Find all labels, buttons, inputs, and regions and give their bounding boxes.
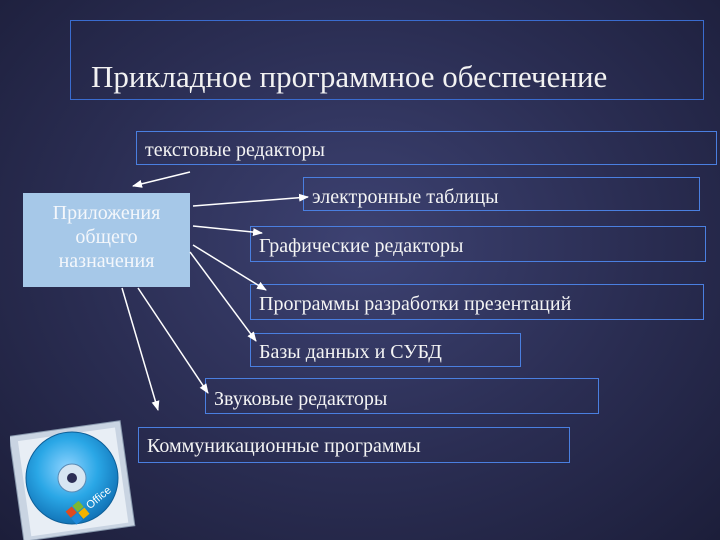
category-box-audio-editors: Звуковые редакторы bbox=[205, 378, 599, 414]
category-box-presentation-software: Программы разработки презентаций bbox=[250, 284, 704, 320]
category-box-databases: Базы данных и СУБД bbox=[250, 333, 521, 367]
category-box-graphics-editors: Графические редакторы bbox=[250, 226, 706, 262]
arrow-to-databases bbox=[189, 251, 257, 342]
arrow-to-text-editors bbox=[132, 171, 191, 188]
category-box-communication-programs: Коммуникационные программы bbox=[138, 427, 570, 463]
office-cd-icon: Office bbox=[10, 420, 136, 540]
category-label: текстовые редакторы bbox=[145, 139, 325, 161]
arrow-to-graphics-editors bbox=[192, 225, 263, 237]
category-label: Звуковые редакторы bbox=[214, 388, 388, 410]
category-label: электронные таблицы bbox=[312, 186, 499, 208]
source-node-line: назначения bbox=[58, 250, 155, 272]
arrow-to-audio-editors bbox=[137, 287, 209, 394]
category-label: Программы разработки презентаций bbox=[259, 293, 572, 315]
page-title: Прикладное программное обеспечение bbox=[91, 59, 608, 94]
category-label: Коммуникационные программы bbox=[147, 435, 421, 457]
arrow-to-presentation-software bbox=[192, 244, 267, 291]
arrow-to-spreadsheets bbox=[192, 193, 309, 207]
title-box: Прикладное программное обеспечение bbox=[70, 20, 704, 100]
source-node: Приложения общего назначения bbox=[23, 193, 190, 287]
category-box-text-editors: текстовые редакторы bbox=[136, 131, 717, 165]
source-node-line: Приложения bbox=[52, 202, 161, 224]
category-label: Графические редакторы bbox=[259, 235, 464, 257]
arrow-to-communication-programs bbox=[121, 287, 160, 411]
category-label: Базы данных и СУБД bbox=[259, 341, 442, 363]
source-node-line: общего bbox=[75, 226, 138, 248]
